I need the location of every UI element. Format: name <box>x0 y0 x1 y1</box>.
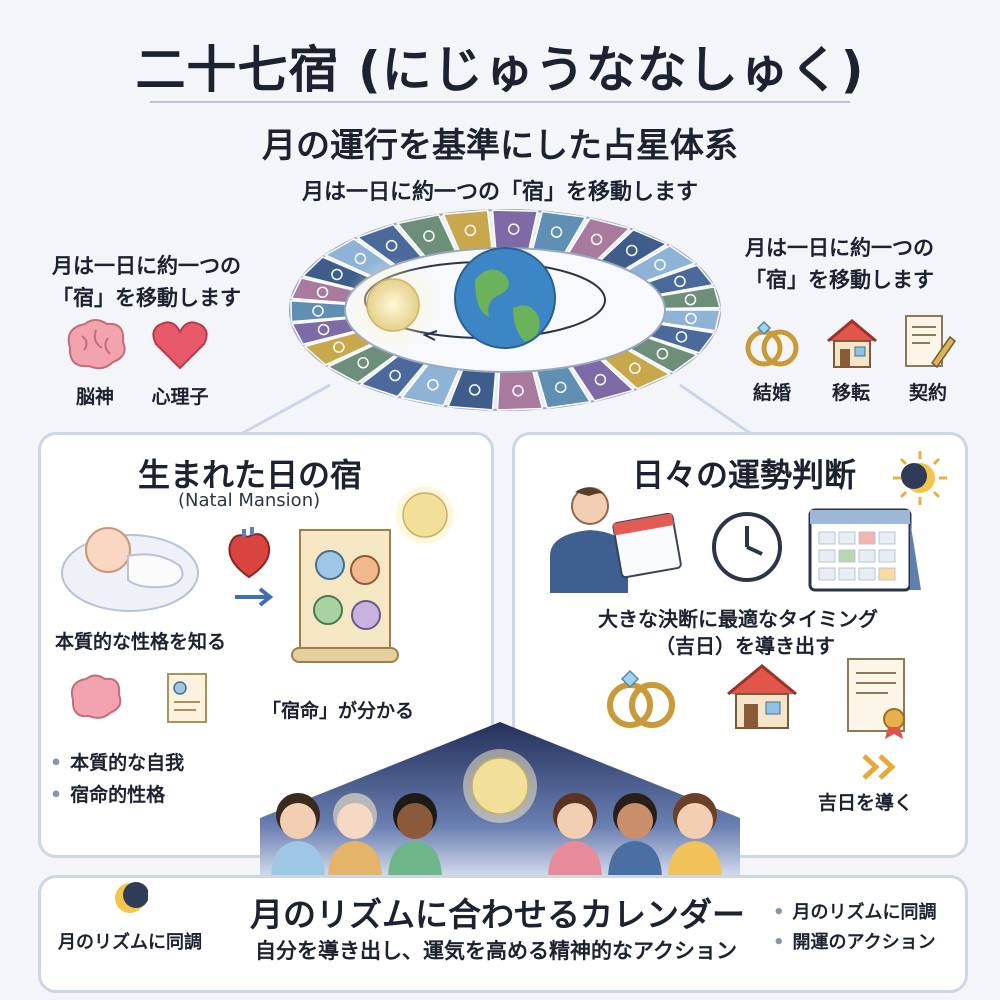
mansion-symbol <box>331 268 343 281</box>
moon-icon <box>366 278 420 332</box>
calendar-left-label: 月のリズムに同調 <box>58 932 202 953</box>
destiny-scroll-icon <box>280 520 410 670</box>
mansion-symbol <box>317 323 330 336</box>
person-body <box>328 841 382 880</box>
person-body <box>608 841 662 880</box>
wedding-rings-icon <box>600 665 685 730</box>
right-note: 月は一日に約一つの 「宿」を移動します <box>745 232 934 296</box>
mansion-symbol <box>389 369 401 382</box>
brain-label: 脳神 <box>75 386 114 408</box>
heart-icon <box>150 318 210 373</box>
mansion-symbol <box>312 305 324 317</box>
left-note-line1: 月は一日に約一つの <box>52 254 241 278</box>
house-label: 移転 <box>831 382 870 404</box>
brain-icon <box>60 318 130 373</box>
person-body <box>388 841 442 880</box>
people-group <box>270 785 730 880</box>
sun-moon-icon <box>890 448 950 508</box>
natal-bullet-1: 本質的な自我 <box>50 748 184 775</box>
certificate-icon <box>842 655 917 740</box>
crescent-moon-icon <box>112 880 148 916</box>
natal-nature-text: 本質的な性格を知る <box>55 631 227 653</box>
rings-label: 結婚 <box>752 382 791 404</box>
baby-icon <box>60 508 210 618</box>
clock-icon <box>710 510 785 585</box>
mansion-symbol <box>675 331 688 343</box>
person-face <box>337 803 373 839</box>
mansion-symbol <box>385 239 398 252</box>
person-body <box>271 841 325 880</box>
mansion-symbol <box>594 373 607 386</box>
person-face <box>677 803 713 839</box>
calendar-subtitle: 自分を導き出し、運気を高める精神的なアクション <box>255 939 737 963</box>
mansion-ring <box>289 209 721 411</box>
document-icon <box>160 668 220 728</box>
mansion-ring-diagram <box>285 200 725 420</box>
ring-caption: 月は一日に約一つの「宿」を移動します <box>301 180 698 205</box>
rings-icon <box>742 318 802 368</box>
contract-label: 契約 <box>908 382 947 404</box>
mansion-symbol <box>333 341 345 353</box>
fortune-line-1: 大きな決断に最適なタイミング <box>598 607 878 631</box>
person-face <box>280 803 316 839</box>
natal-title: 生まれた日の宿 <box>138 456 363 494</box>
mansion-symbol <box>316 286 329 298</box>
arrow-icon <box>232 585 277 610</box>
mansion-symbol <box>629 362 641 375</box>
mansion-symbol <box>468 384 481 396</box>
page-title: 二十七宿 (にじゅうななしゅく) <box>135 41 865 99</box>
calendar-title: 月のリズムに合わせるカレンダー <box>250 895 745 934</box>
natal-destiny-text: 「宿命」が分かる <box>262 700 415 722</box>
mansion-symbol <box>625 244 638 257</box>
person-face <box>557 803 593 839</box>
mansion-symbol <box>507 223 520 235</box>
mansion-symbol <box>654 258 666 271</box>
left-note-line2: 「宿」を移動します <box>52 286 241 310</box>
fortune-line-2: （吉日）を導き出す <box>655 634 835 658</box>
mansion-symbol <box>354 252 367 265</box>
person-face <box>617 803 653 839</box>
natal-moon-icon <box>395 485 455 545</box>
fortune-lead-text: 吉日を導く <box>818 792 914 814</box>
page-subtitle: 月の運行を基準にした占星体系 <box>262 126 738 166</box>
house-icon <box>822 315 882 370</box>
double-chevron-icon <box>860 752 905 782</box>
right-note-line2: 「宿」を移動します <box>745 268 934 292</box>
title-divider <box>150 101 850 103</box>
mansion-symbol <box>423 230 435 242</box>
mansion-symbol <box>550 226 563 238</box>
new-home-icon <box>722 660 802 732</box>
mansion-symbol <box>357 357 369 369</box>
mansion-symbol <box>554 381 567 394</box>
person-body <box>548 841 602 880</box>
mansion-symbol <box>684 293 697 306</box>
mansion-symbol <box>590 233 603 246</box>
calendar-icon <box>805 500 925 595</box>
left-note: 月は一日に約一つの 「宿」を移動します <box>52 250 241 314</box>
mansion-symbol <box>464 224 477 237</box>
mansion-symbol <box>512 385 524 397</box>
contract-icon <box>902 313 957 371</box>
mansion-symbol <box>427 378 439 391</box>
full-moon-icon <box>462 748 538 824</box>
heart-label: 心理子 <box>151 386 209 408</box>
natal-bullet-2: 宿命的性格 <box>50 780 165 807</box>
calendar-bullet-2: 開運のアクション <box>773 928 936 954</box>
mansion-symbol <box>685 312 697 325</box>
person-body <box>668 841 722 880</box>
natal-subtitle: (Natal Mansion) <box>178 490 321 511</box>
fortune-title: 日々の運勢判断 <box>632 456 857 494</box>
anatomical-heart-icon <box>222 525 277 580</box>
person-face <box>397 803 433 839</box>
calendar-bullet-1: 月のリズムに同調 <box>773 898 937 924</box>
mansion-symbol <box>674 275 686 288</box>
mansion-symbol <box>656 347 669 360</box>
right-note-line1: 月は一日に約一つの <box>745 236 934 260</box>
brain-small-icon <box>65 672 125 722</box>
person-calendar-icon <box>545 478 690 593</box>
